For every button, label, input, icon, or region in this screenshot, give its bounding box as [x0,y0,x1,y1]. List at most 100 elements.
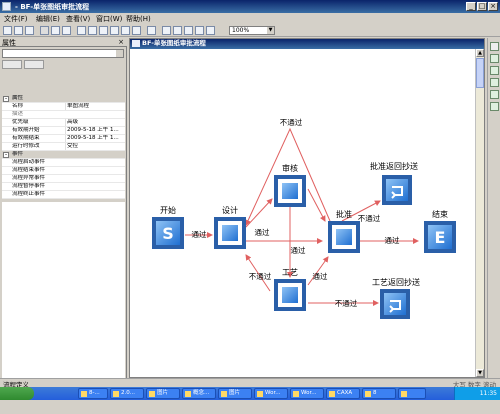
edge-label-design-review: 通过 [254,228,270,237]
property-row[interactable]: 优先级 高级 [2,119,125,127]
scroll-down-icon[interactable]: ▼ [476,369,484,377]
taskbar-item[interactable]: 8-... [78,388,108,399]
clock[interactable]: 11:35 [479,390,497,397]
word-icon [257,391,263,397]
menu-view[interactable]: 查看(V) [66,15,91,23]
property-row[interactable]: 流程暂停事件 [2,183,125,191]
minimize-button[interactable]: _ [466,2,476,11]
diagram-title: BF-单张图纸审批流程 [142,39,206,47]
zoom-select[interactable]: 100% ▼ [229,26,275,35]
align-bottom-icon[interactable] [132,26,141,35]
properties-panel: 属性 × - 属性 名称 单图流程 描述 优先级 高级 有效期开始 2009-5… [0,38,127,414]
edge-design-review [245,198,273,228]
sort-alpha-icon[interactable] [24,60,44,69]
zoom-in-icon[interactable] [162,26,171,35]
object-select[interactable] [2,49,124,58]
edge-label-process-approve: 通过 [312,272,328,281]
zoom-page-icon[interactable] [195,26,204,35]
property-row[interactable]: 流程启动事件 [2,159,125,167]
scroll-up-icon[interactable]: ▲ [476,49,484,57]
chevron-down-icon[interactable] [116,50,123,57]
property-row[interactable]: 描述 [2,111,125,119]
zoom-value: 100% [232,27,250,34]
align-center-icon[interactable] [99,26,108,35]
activity-tool-icon[interactable] [490,78,499,87]
folder-icon [185,391,191,397]
svg-text:S: S [162,224,174,243]
zoom-out-icon[interactable] [173,26,182,35]
menu-help[interactable]: 帮助(H) [126,15,151,23]
node-label-end: 结束 [432,210,448,219]
menu-window[interactable]: 窗口(W) [96,15,123,23]
workflow-diagram: S [152,127,456,319]
window-title: - BF-单张图纸审批流程 [15,3,90,11]
node-approve [328,221,360,253]
scroll-thumb[interactable] [476,58,484,88]
status-indicators: 大写 数字 滚动 [452,381,496,389]
maximize-button[interactable]: □ [477,2,487,11]
return-tool-icon[interactable] [490,102,499,111]
chevron-down-icon[interactable]: ▼ [267,27,274,34]
link-tool-icon[interactable] [490,54,499,63]
edge-label-process-fail-design: 不通过 [248,272,272,281]
grid-icon[interactable] [147,26,156,35]
property-row[interactable]: 运行时修改 受控 [2,143,125,151]
folder-icon [149,391,155,397]
paste-icon[interactable] [62,26,71,35]
pointer-icon[interactable] [490,42,499,51]
diagram-canvas[interactable]: S [130,49,476,377]
property-row[interactable]: 名称 单图流程 [2,103,125,111]
align-right-icon[interactable] [110,26,119,35]
end-tool-icon[interactable] [490,90,499,99]
zoom-fit-icon[interactable] [184,26,193,35]
start-button[interactable] [0,387,34,400]
property-category[interactable]: - 事件 [2,151,125,159]
node-label-approve-return: 批准返回抄送 [370,162,418,171]
align-icon[interactable] [77,26,86,35]
taskbar-item[interactable]: 概念... [182,388,216,399]
collapse-icon[interactable]: - [3,152,9,158]
edge-label-approve-return: 不通过 [357,214,381,223]
close-icon[interactable]: × [118,38,124,46]
taskbar-item[interactable]: 8 [362,388,396,399]
svg-text:E: E [435,228,446,247]
node-end: E [424,221,456,253]
property-row[interactable]: 流程结束事件 [2,167,125,175]
taskbar-item[interactable]: Wor... [290,388,324,399]
taskbar-item[interactable]: 图片 [146,388,180,399]
app-icon [2,2,11,11]
diagram-window: BF-单张图纸审批流程 ▲ ▼ [129,38,485,378]
property-category[interactable]: - 属性 [2,95,125,103]
start-tool-icon[interactable] [490,66,499,75]
open-icon[interactable] [14,26,23,35]
node-label-start: 开始 [160,206,176,215]
node-process [274,279,306,311]
zoom-actual-icon[interactable] [206,26,215,35]
align-top-icon[interactable] [121,26,130,35]
word-icon [293,391,299,397]
taskbar-item[interactable] [398,388,426,399]
vertical-scrollbar[interactable]: ▲ ▼ [475,49,484,377]
menu-file[interactable]: 文件(F) [4,15,28,23]
taskbar-item[interactable]: 2.0... [110,388,144,399]
menu-edit[interactable]: 编辑(E) [36,15,60,23]
close-button[interactable]: × [488,2,498,11]
taskbar-item[interactable]: CAXA [326,388,360,399]
property-row[interactable]: 流程终止事件 [2,191,125,199]
new-icon[interactable] [3,26,12,35]
property-row[interactable]: 流程异常事件 [2,175,125,183]
taskbar: 8-... 2.0... 图片 概念... 图片 Wor... Wor... C… [0,387,500,400]
align-left-icon[interactable] [88,26,97,35]
property-row[interactable]: 有效期开始 2009-5-18 上午 1... [2,127,125,135]
sort-categorized-icon[interactable] [2,60,22,69]
taskbar-item[interactable]: Wor... [254,388,288,399]
edge-label-process-return: 不通过 [334,299,358,308]
taskbar-item[interactable]: 图片 [218,388,252,399]
edge-process-design [245,254,271,292]
collapse-icon[interactable]: - [3,96,9,102]
save-icon[interactable] [25,26,34,35]
cut-icon[interactable] [40,26,49,35]
folder-icon [113,391,119,397]
property-row[interactable]: 有效期结束 2009-5-18 上午 1... [2,135,125,143]
copy-icon[interactable] [51,26,60,35]
